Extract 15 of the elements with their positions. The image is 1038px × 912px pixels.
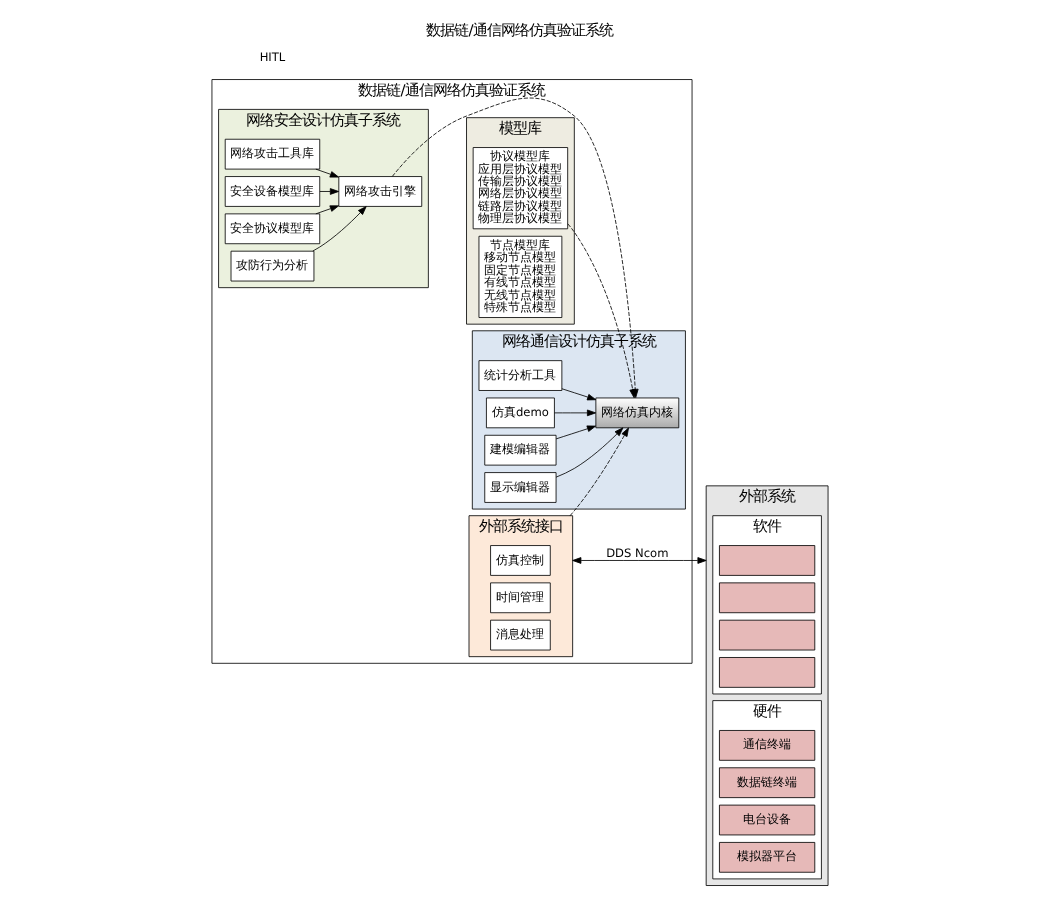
node-box [718, 582, 815, 614]
arrow [566, 223, 635, 399]
arrow [554, 425, 596, 440]
arrow [554, 427, 623, 478]
node-box [718, 545, 815, 576]
arrow [311, 206, 366, 252]
arrow [571, 557, 706, 564]
arrow [560, 388, 596, 401]
node-box [718, 657, 815, 688]
arrow [314, 205, 338, 215]
arrow [318, 188, 338, 195]
arrow [568, 427, 628, 517]
arrow [314, 168, 338, 178]
arrow [553, 409, 596, 417]
node-box [718, 619, 815, 651]
